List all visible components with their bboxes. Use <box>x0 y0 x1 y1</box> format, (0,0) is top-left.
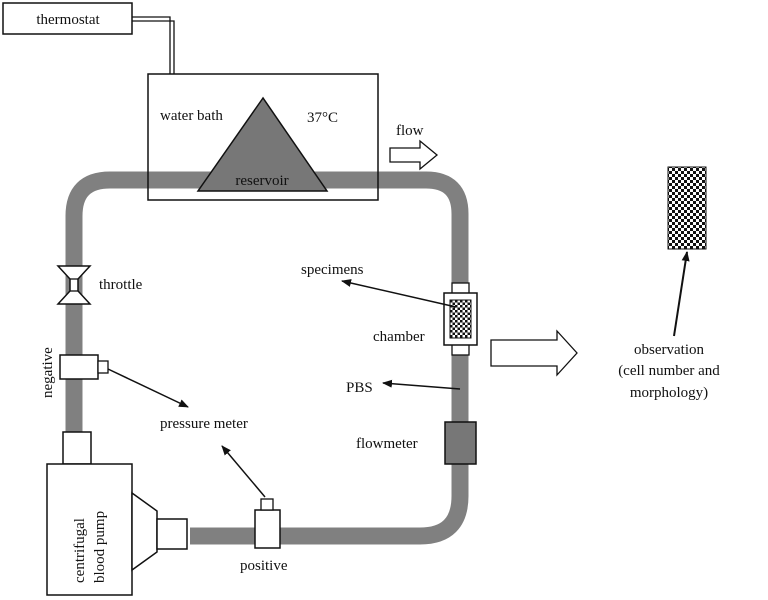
thermostat-box <box>2 2 133 35</box>
negative-pressure-arrow <box>107 368 189 408</box>
pbs-label: PBS <box>346 380 373 396</box>
pbs-arrow <box>382 379 461 390</box>
chamber-label: chamber <box>373 329 425 345</box>
positive-sensor-tip <box>260 498 274 511</box>
positive-label: positive <box>240 558 288 574</box>
water-bath-label: water bath <box>160 108 223 124</box>
pump-label-line1: centrifugal <box>72 518 88 583</box>
observation-pointer <box>673 251 690 337</box>
reservoir <box>196 96 329 192</box>
positive-pressure-arrow <box>221 445 266 498</box>
negative-sensor-tip <box>97 360 109 374</box>
pump-label-line2: blood pump <box>92 511 108 583</box>
pump-outlet-housing <box>131 491 158 572</box>
observation-line1: observation <box>634 342 704 358</box>
negative-sensor <box>59 354 99 380</box>
centrifugal-blood-pump <box>46 463 133 596</box>
flowmeter-label: flowmeter <box>356 436 418 452</box>
flow-label: flow <box>396 123 424 139</box>
observation-arrow <box>490 329 578 377</box>
pump-outlet <box>156 518 188 550</box>
observation-line3: morphology) <box>630 385 708 401</box>
pressure-meter-label: pressure meter <box>160 416 248 432</box>
negative-label: negative <box>40 347 56 398</box>
thermostat-wire-2 <box>132 20 175 74</box>
pump-inlet <box>62 431 92 465</box>
reservoir-label: reservoir <box>235 173 288 189</box>
throttle-label: throttle <box>99 277 143 293</box>
flow-arrow <box>389 139 439 171</box>
specimens-arrow <box>341 279 457 308</box>
water-bath <box>147 73 379 201</box>
throttle <box>56 265 92 305</box>
thermostat-label: thermostat <box>36 12 100 28</box>
temperature-label: 37°C <box>307 110 338 126</box>
thermostat-wire <box>132 16 171 74</box>
observed-specimen <box>667 166 707 250</box>
observation-line2: (cell number and <box>618 363 720 379</box>
specimens-label: specimens <box>301 262 364 278</box>
chamber-specimens <box>449 299 472 339</box>
flowmeter <box>444 421 477 465</box>
tube-loop <box>65 171 469 545</box>
positive-sensor <box>254 509 281 549</box>
